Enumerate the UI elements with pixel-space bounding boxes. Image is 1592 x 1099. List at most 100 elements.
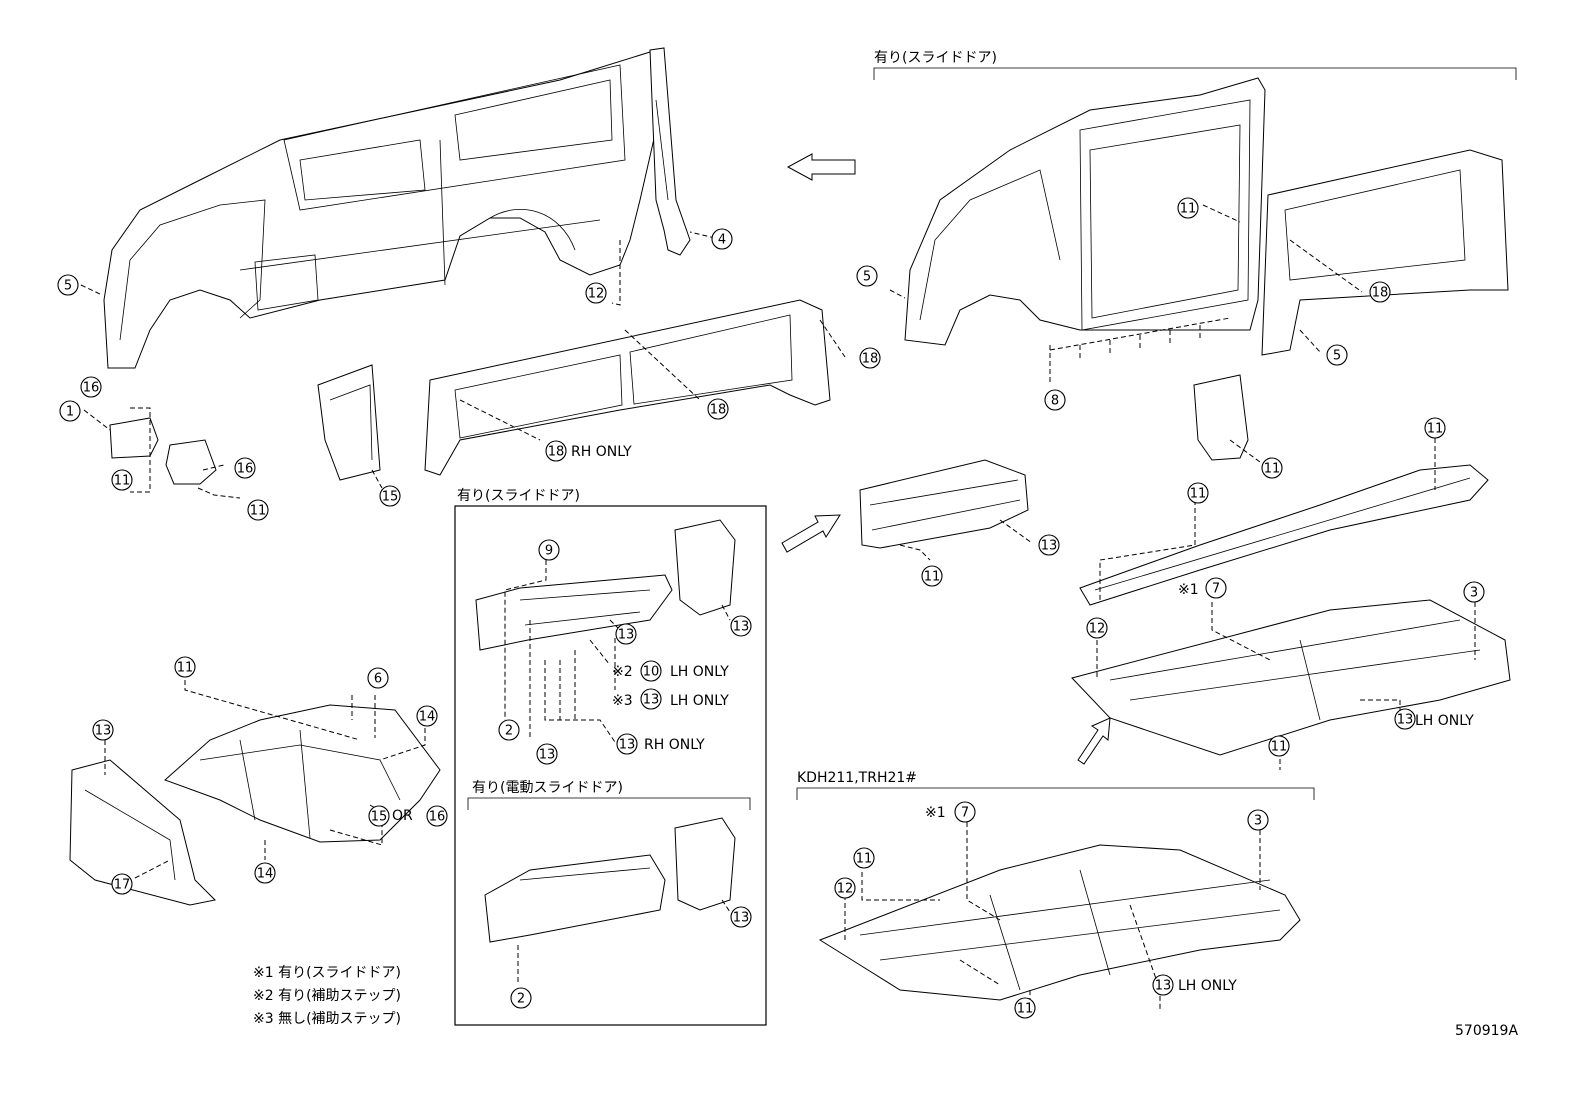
- callout-18: 18: [859, 347, 881, 369]
- callout-circle: [111, 873, 133, 895]
- callout-4: 4: [711, 228, 733, 250]
- callout-circle: [1187, 482, 1209, 504]
- callout-circle: [707, 398, 729, 420]
- callout-2: 2: [510, 987, 532, 1009]
- note-1: ※1 有り(スライドドア): [253, 965, 401, 981]
- callout-circle: [368, 805, 390, 827]
- callout-11: 11: [1177, 197, 1199, 219]
- callout-circle: [416, 705, 438, 727]
- callout-10: 10: [640, 660, 662, 682]
- floor-pan-upper: [1071, 599, 1511, 756]
- qualifier-rh-only-18: RH ONLY: [571, 444, 632, 460]
- rocker-panel-part: [859, 459, 1029, 549]
- callout-circle: [1038, 534, 1060, 556]
- qualifier-mark3: ※3: [612, 693, 633, 709]
- side-body-panel: [103, 49, 665, 369]
- qualifier-mark2: ※2: [612, 664, 633, 680]
- callout-number: 18: [1372, 286, 1389, 301]
- header-slide-door-box: 有り(スライドドア): [457, 488, 580, 504]
- callout-number: 8: [1051, 394, 1059, 409]
- callout-number: 11: [1264, 462, 1281, 477]
- callout-11: 11: [1261, 457, 1283, 479]
- note-2: ※2 有り(補助ステップ): [253, 988, 401, 1004]
- callout-circle: [730, 615, 752, 637]
- callout-circle: [856, 265, 878, 287]
- callout-13: 13: [1394, 708, 1416, 730]
- callout-11: 11: [853, 847, 875, 869]
- callout-circle: [954, 801, 976, 823]
- callout-circle: [426, 805, 448, 827]
- arrow-upright-icon: [781, 514, 841, 553]
- callout-number: 12: [1089, 622, 1106, 637]
- callout-circle: [80, 376, 102, 398]
- callout-number: 13: [1397, 713, 1414, 728]
- header-model-codes: KDH211,TRH21#: [797, 770, 917, 786]
- callout-circle: [367, 667, 389, 689]
- callout-number: 11: [1180, 202, 1197, 217]
- callout-12: 12: [1086, 617, 1108, 639]
- callout-12: 12: [585, 282, 607, 304]
- callout-5: 5: [1326, 344, 1348, 366]
- callout-circle: [859, 347, 881, 369]
- callout-circle: [640, 688, 662, 710]
- callout-circle: [1261, 457, 1283, 479]
- callout-circle: [254, 862, 276, 884]
- callout-13: 13: [640, 688, 662, 710]
- callout-number: 11: [1190, 487, 1207, 502]
- rear-pillar-part: [649, 47, 691, 256]
- callout-number: 13: [733, 911, 750, 926]
- callout-number: 18: [710, 403, 727, 418]
- callout-number: 11: [250, 504, 267, 519]
- callout-circle: [640, 660, 662, 682]
- callout-number: 17: [114, 878, 131, 893]
- callout-circle: [1424, 417, 1446, 439]
- callout-number: 12: [588, 287, 605, 302]
- floor-side-rail: [1079, 464, 1489, 606]
- callout-11: 11: [174, 656, 196, 678]
- callout-circle: [545, 440, 567, 462]
- callout-number: 7: [961, 806, 969, 821]
- callout-16: 16: [234, 457, 256, 479]
- callout-circle: [111, 469, 133, 491]
- callout-2: 2: [498, 719, 520, 741]
- callout-11: 11: [1424, 417, 1446, 439]
- callout-circle: [57, 274, 79, 296]
- callout-circle: [1086, 617, 1108, 639]
- callout-13: 13: [616, 733, 638, 755]
- floor-front-assembly: [69, 704, 441, 906]
- callout-number: 6: [374, 672, 382, 687]
- callout-number: 5: [863, 270, 871, 285]
- callout-number: 11: [1017, 1002, 1034, 1017]
- qualifier-mark1-upper: ※1: [1178, 582, 1199, 598]
- callout-15: 15: [368, 805, 390, 827]
- floor-pan-lower: [818, 844, 1301, 1001]
- callout-13: 13: [1038, 534, 1060, 556]
- callout-circle: [92, 719, 114, 741]
- callout-5: 5: [57, 274, 79, 296]
- callout-7: 7: [1205, 577, 1227, 599]
- callout-1: 1: [59, 400, 81, 422]
- callout-11: 11: [247, 499, 269, 521]
- callout-9: 9: [538, 539, 560, 561]
- callout-number: 3: [1254, 814, 1262, 829]
- callout-7: 7: [954, 801, 976, 823]
- power-step-panel-part: [484, 854, 666, 943]
- qualifier-lh-only-13b: LH ONLY: [1415, 713, 1474, 729]
- center-pillar-part: [1193, 374, 1249, 461]
- callout-number: 16: [83, 381, 100, 396]
- callout-circle: [711, 228, 733, 250]
- callout-11: 11: [1268, 735, 1290, 757]
- header-slide-door-top: 有り(スライドドア): [874, 50, 997, 66]
- callout-number: 2: [517, 992, 525, 1007]
- callout-circle: [1394, 708, 1416, 730]
- callout-circle: [1014, 997, 1036, 1019]
- callout-circle: [834, 877, 856, 899]
- callout-number: 11: [1271, 740, 1288, 755]
- callout-number: 5: [64, 279, 72, 294]
- callout-number: 12: [837, 882, 854, 897]
- callout-15: 15: [379, 485, 401, 507]
- callout-circle: [1205, 577, 1227, 599]
- figure-id: 570919A: [1455, 1023, 1518, 1039]
- qualifier-lh-only-13c: LH ONLY: [1178, 978, 1237, 994]
